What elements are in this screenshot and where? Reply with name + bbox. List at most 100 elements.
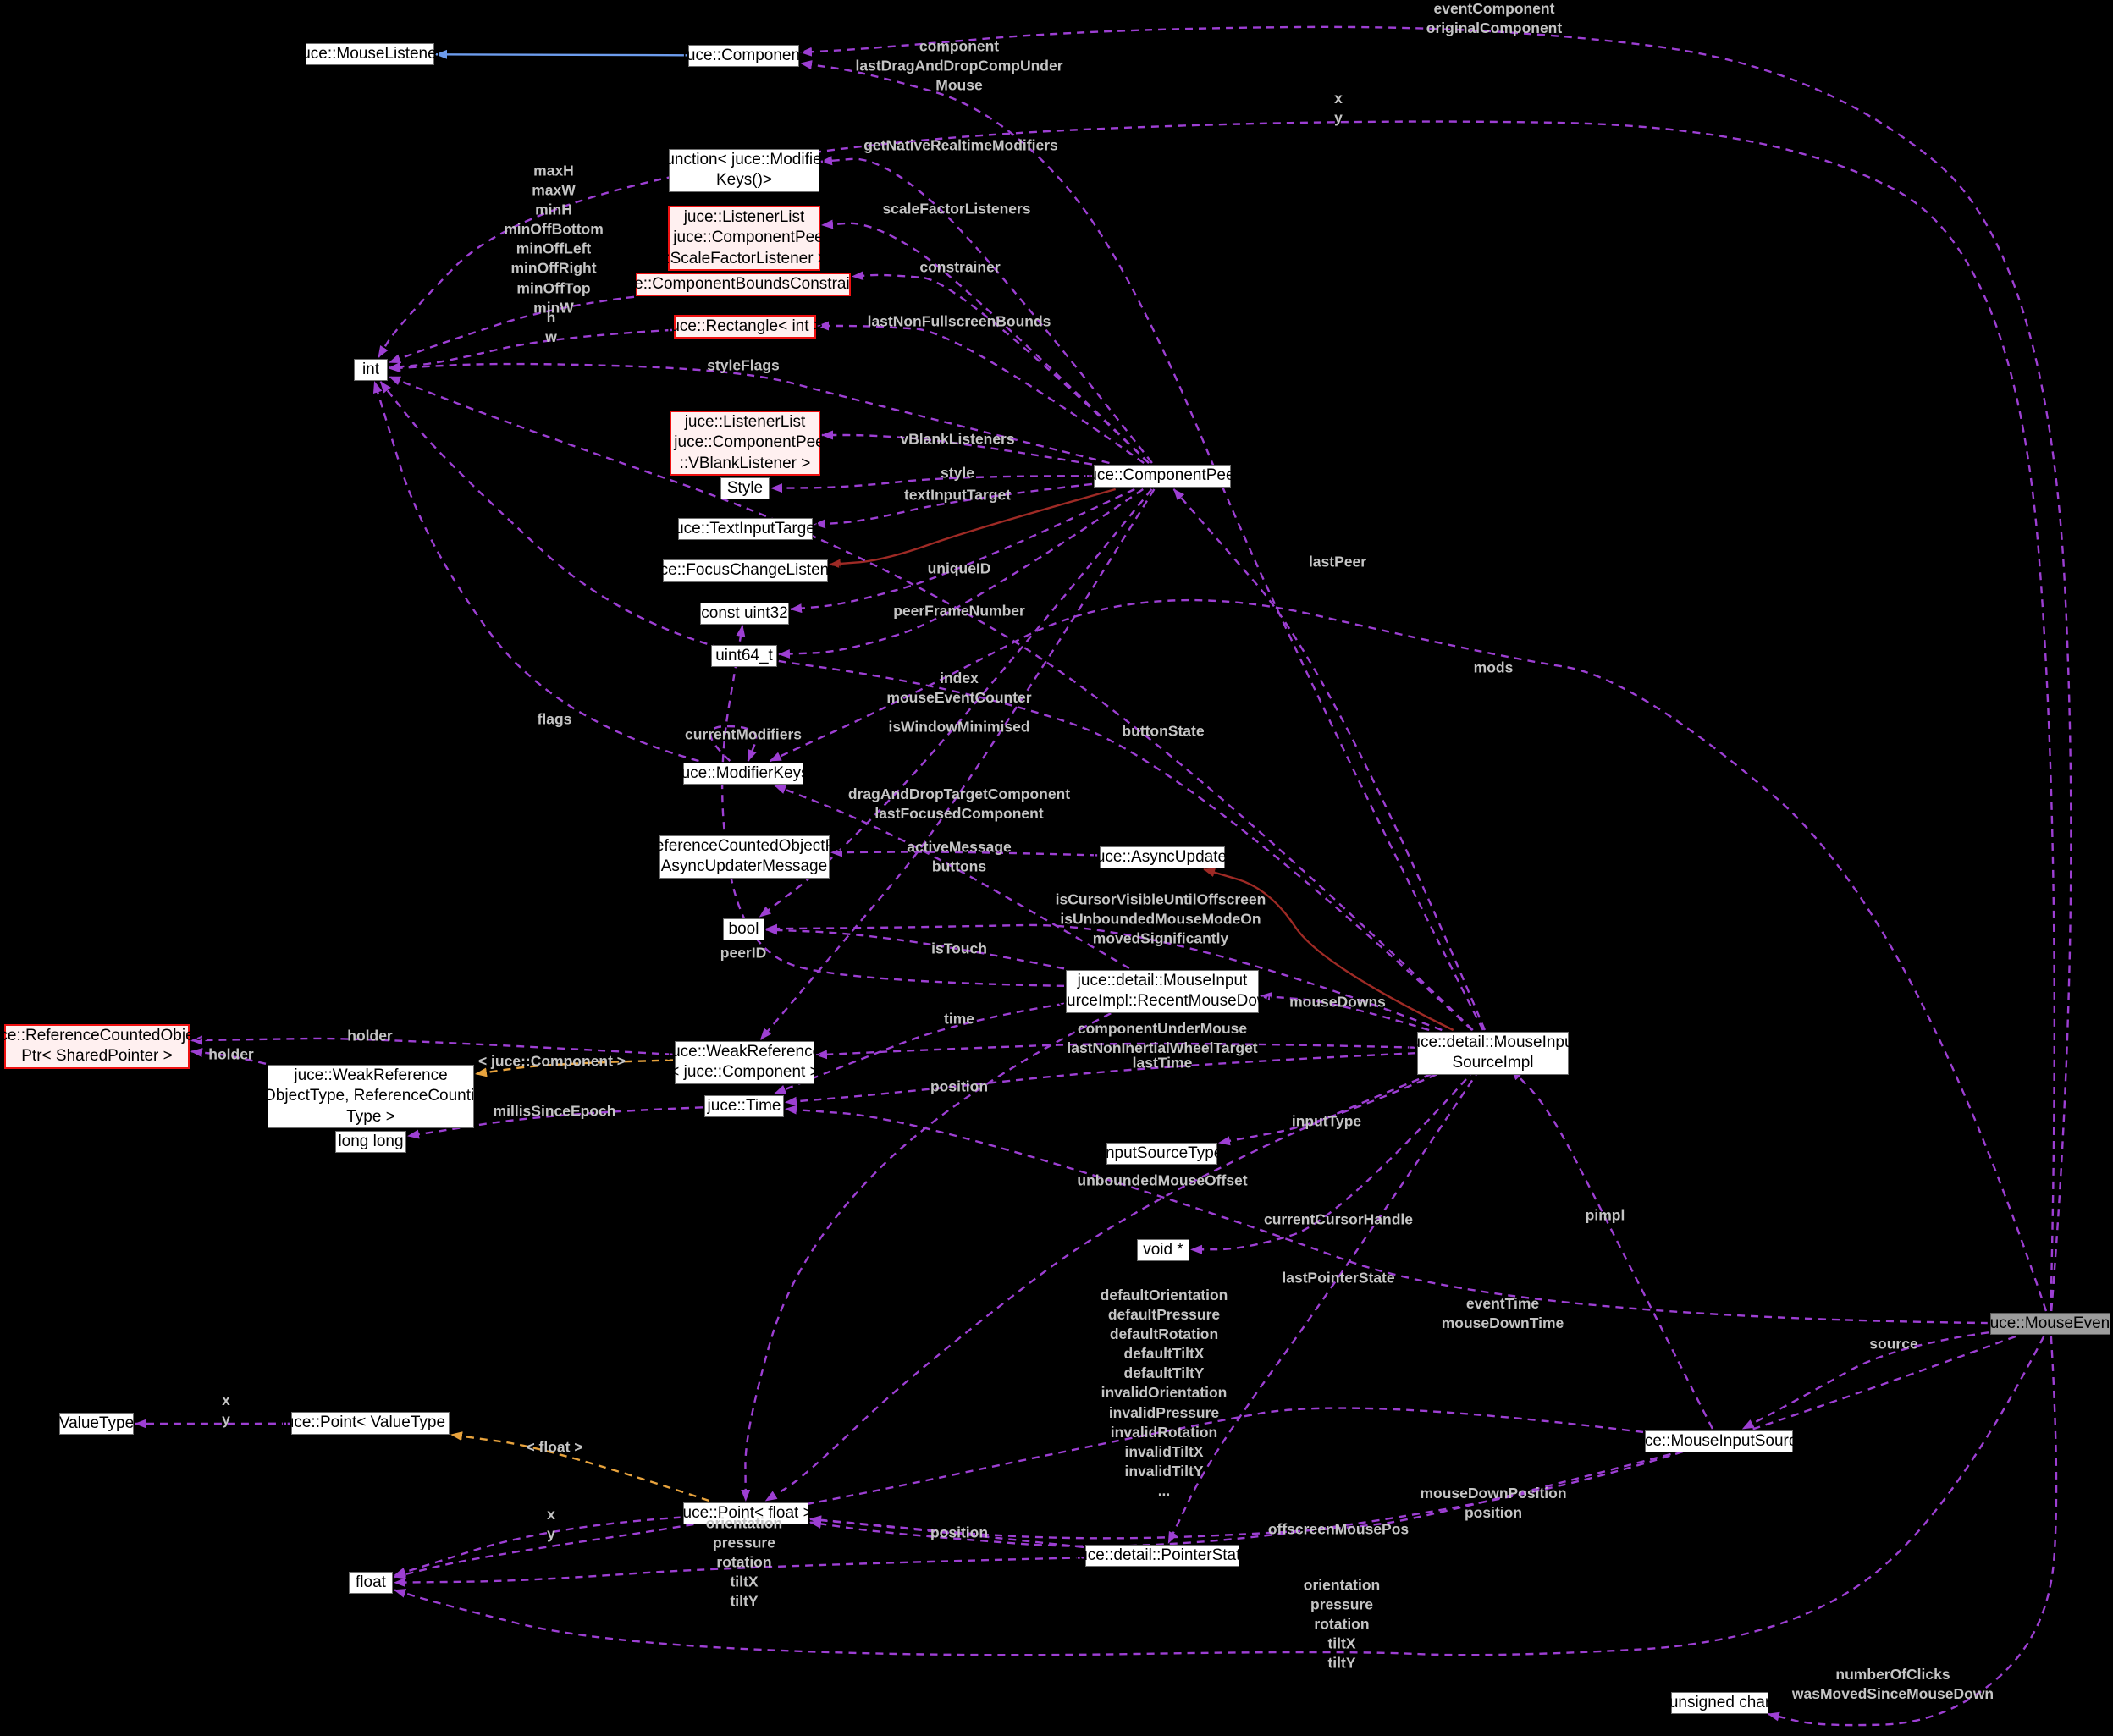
node-style-node[interactable]: Style <box>720 477 770 500</box>
edge-label-lastPeer: lastPeer <box>1308 553 1367 570</box>
edge-label-eventTime: eventTime mouseDownTime <box>1441 1294 1564 1331</box>
edge-label-time: time <box>944 1010 974 1028</box>
edge-impl-to-bool <box>765 923 1443 1032</box>
node-float[interactable]: float <box>349 1572 393 1595</box>
node-uchar[interactable]: unsigned char <box>1669 1692 1770 1715</box>
node-rcoptr-aum[interactable]: ReferenceCountedObjectPtr < AsyncUpdater… <box>643 835 846 879</box>
edge-label-mouseDowns: mouseDowns <box>1289 993 1386 1011</box>
edge-label-holder: holder <box>208 1045 254 1063</box>
edge-mouse-event-to-time <box>785 1105 1989 1325</box>
edge-wr-comp-to-rco-shared <box>190 1035 674 1056</box>
node-ll-vblank[interactable]: juce::ListenerList < juce::ComponentPeer… <box>660 411 830 476</box>
edge-modkeys-to-int <box>372 381 699 763</box>
edge-label-offscreenMousePos: offscreenMousePos <box>1267 1520 1410 1538</box>
edge-label-position: position <box>930 1077 989 1095</box>
edge-mouse-event-to-int <box>377 120 2056 1312</box>
edge-label-inputType: inputType <box>1291 1112 1362 1130</box>
node-pt-float[interactable]: juce::Point< float > <box>679 1502 813 1525</box>
edge-label-x: x y <box>222 1391 230 1428</box>
node-component[interactable]: juce::Component <box>683 45 804 68</box>
edge-label-isWindowMinimised: isWindowMinimised <box>888 718 1030 736</box>
edge-rmd-to-modkeys <box>774 784 1130 970</box>
edge-label-< juce::Component >: < juce::Component > <box>477 1052 626 1070</box>
node-time[interactable]: juce::Time <box>704 1095 784 1118</box>
edge-peer-to-cuint32 <box>790 488 1135 614</box>
edge-peer-to-constrainer <box>852 271 1150 464</box>
edge-time-to-longlong <box>407 1106 703 1139</box>
edge-label-peerID: peerID <box>720 944 767 962</box>
node-valuetype[interactable]: ValueType <box>59 1413 134 1436</box>
node-rmd[interactable]: juce::detail::MouseInput SourceImpl::Rec… <box>1047 970 1277 1013</box>
edge-mouse-event-to-mis <box>1741 1331 1989 1430</box>
edge-mis-to-float <box>394 1407 1644 1579</box>
edge-label-x: x y <box>1334 89 1343 126</box>
edge-mis-to-impl <box>1510 1068 1713 1430</box>
edge-mouse-event-to-modkeys <box>769 598 2048 1312</box>
edge-label-constrainer: constrainer <box>919 258 1001 276</box>
edge-pstate-to-float <box>394 1557 1084 1588</box>
edge-peer-to-function-modifier <box>820 156 1153 464</box>
edge-impl-to-rmd <box>1260 992 1430 1032</box>
edge-label-< float >: < float > <box>526 1438 583 1456</box>
node-asyncupd[interactable]: juce::AsyncUpdater <box>1093 846 1232 869</box>
edge-label-peerFrameNumber: peerFrameNumber <box>893 602 1025 620</box>
node-impl[interactable]: juce::detail::MouseInput SourceImpl <box>1408 1032 1578 1075</box>
node-rect-int[interactable]: juce::Rectangle< int > <box>667 315 823 339</box>
node-longlong[interactable]: long long <box>335 1131 406 1154</box>
edge-constrainer-to-int <box>389 295 635 364</box>
edge-impl-to-int <box>389 376 1474 1031</box>
node-mis[interactable]: juce::MouseInputSource <box>1632 1430 1806 1453</box>
edge-rmd-to-bool <box>765 925 1065 970</box>
node-titarget[interactable]: juce::TextInputTarget <box>671 518 819 541</box>
node-uint64[interactable]: uint64_t <box>711 645 777 668</box>
edge-label-scaleFactorListeners: scaleFactorListeners <box>882 200 1031 218</box>
edge-label-componentUnderMouse: componentUnderMouse lastNonInertialWheel… <box>1067 1019 1258 1056</box>
node-constrainer[interactable]: juce::ComponentBoundsConstrainer <box>614 273 873 297</box>
edge-label-vBlankListeners: vBlankListeners <box>900 430 1015 448</box>
edge-label-orientation: orientation pressure rotation tiltX tilt… <box>705 1514 783 1610</box>
edge-label-styleFlags: styleFlags <box>707 356 780 374</box>
edge-label-currentModifiers: currentModifiers <box>684 725 803 743</box>
node-function-modifier[interactable]: function< juce::Modifier Keys()> <box>661 149 827 192</box>
node-pt-vt[interactable]: juce::Point< ValueType > <box>282 1412 459 1435</box>
edge-label-mouseDownPosition: mouseDownPosition position <box>1420 1484 1567 1521</box>
edge-peer-to-ll-vblank <box>821 430 1093 466</box>
edge-peer-to-rect-int <box>817 321 1145 464</box>
node-wr-comp[interactable]: juce::WeakReference < juce::Component > <box>668 1041 821 1084</box>
edge-label-lastPointerState: lastPointerState <box>1282 1269 1395 1287</box>
edge-pt-float-to-float <box>394 1516 682 1577</box>
node-fclistener[interactable]: juce::FocusChangeListener <box>648 559 843 582</box>
edge-label-style: style <box>941 464 974 482</box>
node-cuint32[interactable]: const uint32 <box>700 603 789 626</box>
edge-label-holder: holder <box>347 1027 393 1044</box>
edge-label-getNativeRealtimeModifiers: getNativeRealtimeModifiers <box>863 136 1058 154</box>
node-mouse-event[interactable]: juce::MouseEvent <box>1986 1313 2113 1336</box>
node-modkeys[interactable]: juce::ModifierKeys <box>677 763 809 785</box>
node-bool[interactable]: bool <box>723 918 764 941</box>
edge-peer-to-fclistener <box>829 488 1117 569</box>
node-istype[interactable]: InputSourceType <box>1101 1143 1222 1166</box>
edge-mouse-event-to-pt-float <box>809 1335 2016 1547</box>
edge-impl-to-int <box>379 381 1473 1031</box>
edge-peer-to-ll-scale <box>821 219 1150 464</box>
edge-rmd-to-pt-float <box>741 1006 1124 1502</box>
edge-impl-to-voidptr <box>1190 1068 1476 1254</box>
node-peer[interactable]: juce::ComponentPeer <box>1084 465 1240 488</box>
node-pstate[interactable]: juce::detail::PointerState <box>1075 1545 1250 1568</box>
edge-label-index: index mouseEventCounter <box>886 669 1032 706</box>
edge-label-position: position <box>930 1524 989 1541</box>
node-voidptr[interactable]: void * <box>1137 1239 1189 1262</box>
edge-label-orientation: orientation pressure rotation tiltX tilt… <box>1303 1576 1381 1672</box>
edge-label-flags: flags <box>537 710 572 728</box>
edge-pstate-to-pt-float <box>809 1515 1084 1549</box>
edge-label-component: component lastDragAndDropCompUnder Mouse <box>855 37 1063 94</box>
node-rco-shared[interactable]: juce::ReferenceCountedObject Ptr< Shared… <box>0 1024 207 1069</box>
edge-rmd-to-time <box>774 1002 1065 1095</box>
node-ll-scale[interactable]: juce::ListenerList < juce::ComponentPeer… <box>659 206 829 271</box>
edge-label-maxH: maxH maxW minH minOffBottom minOffLeft m… <box>504 162 604 317</box>
node-mouse-listener[interactable]: juce::MouseListener <box>298 43 442 66</box>
node-wr-objtype[interactable]: juce::WeakReference < ObjectType, Refere… <box>250 1065 492 1128</box>
node-int[interactable]: int <box>354 359 388 382</box>
edge-label-isCursorVisibleUntilOffscreen: isCursorVisibleUntilOffscreen isUnbounde… <box>1055 890 1266 947</box>
edge-label-uniqueID: uniqueID <box>927 559 991 577</box>
